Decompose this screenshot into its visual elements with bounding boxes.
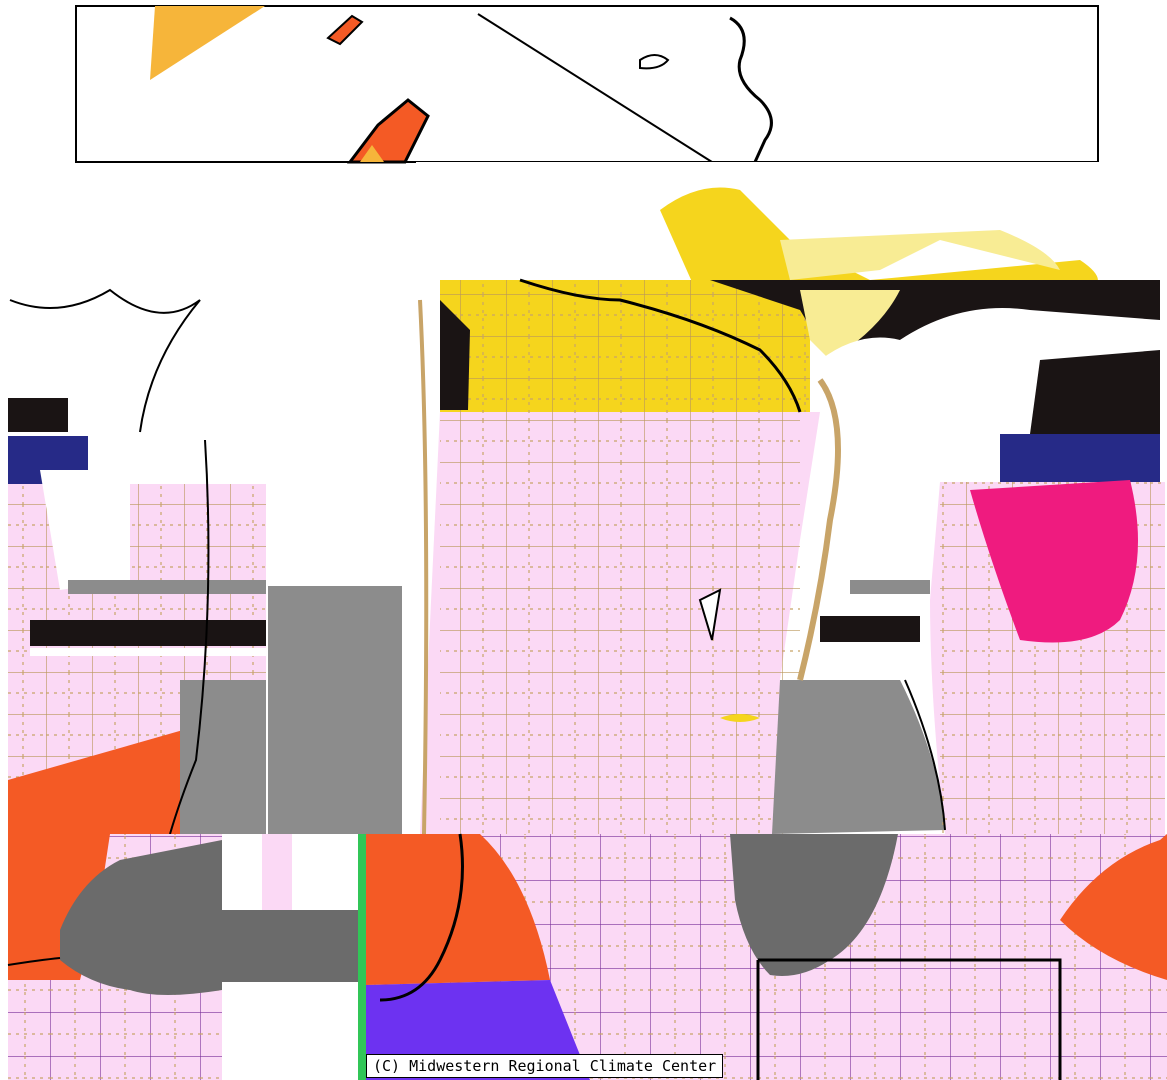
light-yellow-region	[780, 230, 1060, 280]
yellow-spot	[720, 714, 760, 722]
gray-block-center	[268, 586, 402, 834]
yellow-region-north	[660, 187, 1098, 300]
island-orange	[326, 14, 364, 46]
magenta-region	[970, 480, 1138, 643]
gold-region-nw	[150, 6, 265, 80]
lake-michigan-gray	[772, 680, 945, 834]
left-gray-lake	[180, 680, 266, 834]
left-black-stripe	[30, 620, 266, 646]
left-white-inset	[40, 470, 130, 590]
bottom-gray-lake-west	[60, 840, 222, 995]
left-orange-region	[8, 728, 200, 834]
bottom-gray-lake-center	[730, 834, 898, 976]
keweenaw-gold	[360, 145, 384, 162]
gray-band-east	[850, 580, 930, 594]
black-region-west	[440, 300, 470, 410]
credit-label: (C) Midwestern Regional Climate Center	[366, 1054, 724, 1078]
coastline-ne	[729, 16, 773, 163]
black-stripe-east	[820, 616, 920, 642]
navy-band-east	[1000, 434, 1160, 482]
left-coastline	[9, 288, 201, 433]
left-panel	[8, 280, 266, 835]
bottom-gray-block	[222, 910, 358, 982]
bottom-strip	[7, 833, 1167, 1080]
border-line-diagonal	[477, 13, 713, 163]
bottom-orange-east	[1060, 834, 1167, 980]
left-black-band	[8, 398, 68, 432]
light-yellow-bay	[800, 290, 900, 360]
small-island	[639, 54, 670, 70]
keweenaw-orange	[346, 98, 430, 164]
main-panel	[416, 162, 1167, 835]
upper-michigan-black	[1030, 350, 1160, 434]
top-strip	[75, 5, 1099, 164]
michigan-white-lake	[820, 313, 1160, 480]
left-gray-band	[68, 580, 266, 594]
